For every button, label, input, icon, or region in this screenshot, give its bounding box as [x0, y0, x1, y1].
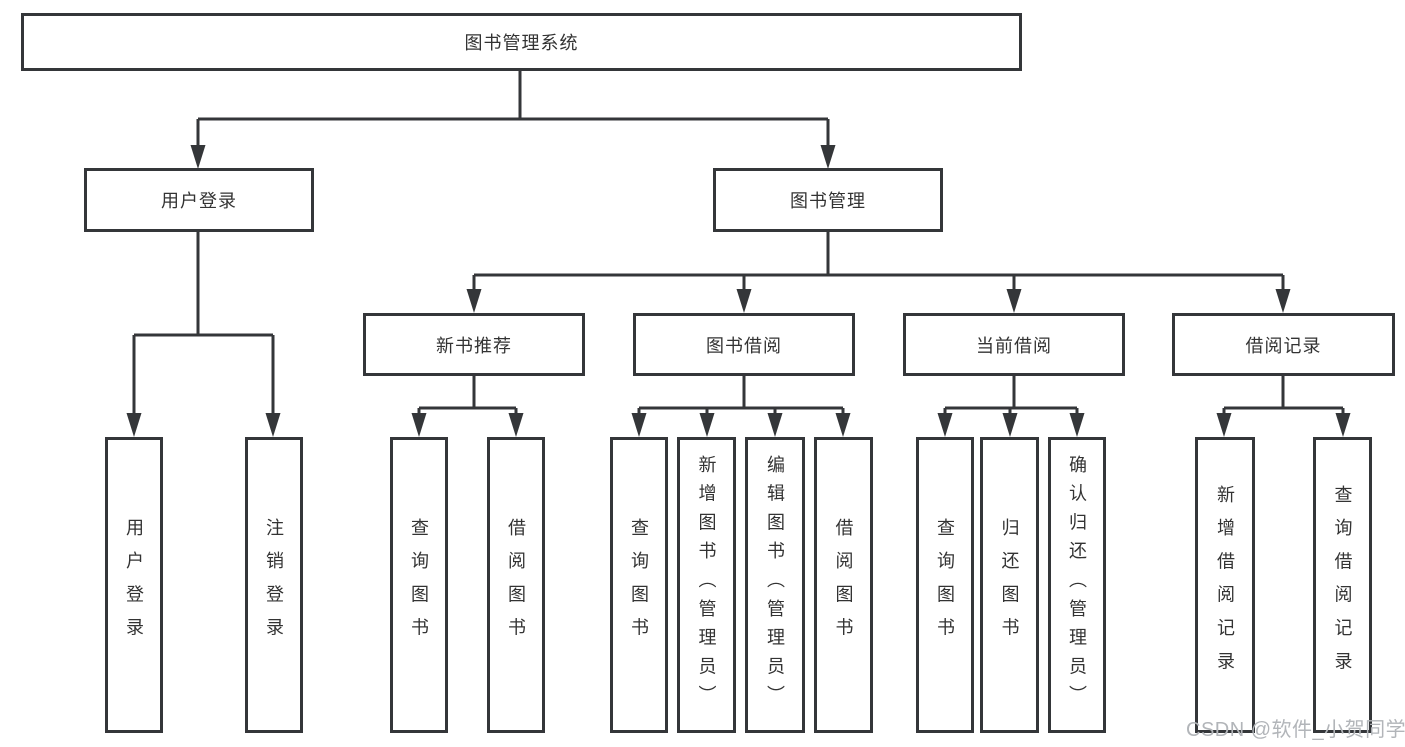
connector-user-login-to-leaves	[126, 231, 281, 437]
node-book-borrow: 图书借阅	[633, 313, 855, 376]
connector-new-book-rec-to-leaves	[411, 376, 524, 437]
arrow-down-icon	[265, 413, 281, 437]
leaf-query-books-rec: 查询图书	[390, 437, 448, 733]
connector-book-borrow-to-leaves	[631, 376, 851, 437]
arrow-down-icon	[820, 145, 836, 169]
arrow-down-icon	[508, 413, 524, 437]
leaf-user-login: 用户登录	[105, 437, 163, 733]
node-borrow-records: 借阅记录	[1172, 313, 1395, 376]
leaf-borrow-books-rec: 借阅图书	[487, 437, 545, 733]
node-root-system: 图书管理系统	[21, 13, 1022, 71]
arrow-down-icon	[1002, 413, 1018, 437]
leaf-return-books: 归还图书	[980, 437, 1039, 733]
leaf-query-books-current: 查询图书	[916, 437, 974, 733]
arrow-down-icon	[767, 413, 783, 437]
arrow-down-icon	[835, 413, 851, 437]
arrow-down-icon	[1069, 413, 1085, 437]
leaf-edit-books-admin: 编辑图书（管理员）	[745, 437, 805, 733]
leaf-borrow-books: 借阅图书	[814, 437, 873, 733]
node-new-book-rec: 新书推荐	[363, 313, 585, 376]
arrow-down-icon	[411, 413, 427, 437]
node-current-borrow: 当前借阅	[903, 313, 1125, 376]
connector-current-borrow-to-leaves	[937, 376, 1085, 437]
node-book-mgmt: 图书管理	[713, 168, 943, 232]
connector-root-to-level2	[190, 70, 836, 169]
arrow-down-icon	[126, 413, 142, 437]
leaf-add-borrow-record: 新增借阅记录	[1195, 437, 1255, 733]
connector-borrow-records-to-leaves	[1216, 376, 1351, 437]
arrow-down-icon	[699, 413, 715, 437]
arrow-down-icon	[466, 289, 482, 313]
leaf-logout: 注销登录	[245, 437, 303, 733]
arrow-down-icon	[1335, 413, 1351, 437]
arrow-down-icon	[736, 289, 752, 313]
arrow-down-icon	[1216, 413, 1232, 437]
arrow-down-icon	[1275, 289, 1291, 313]
leaf-query-borrow-record: 查询借阅记录	[1313, 437, 1372, 733]
connector-book-mgmt-to-level3	[466, 232, 1291, 313]
leaf-confirm-return-admin: 确认归还（管理员）	[1048, 437, 1106, 733]
csdn-watermark: CSDN @软件_小贺同学	[1186, 719, 1405, 741]
arrow-down-icon	[190, 145, 206, 169]
arrow-down-icon	[937, 413, 953, 437]
leaf-query-books-borrow: 查询图书	[610, 437, 668, 733]
leaf-add-books-admin: 新增图书（管理员）	[677, 437, 736, 733]
node-user-login: 用户登录	[84, 168, 314, 232]
arrow-down-icon	[631, 413, 647, 437]
arrow-down-icon	[1006, 289, 1022, 313]
